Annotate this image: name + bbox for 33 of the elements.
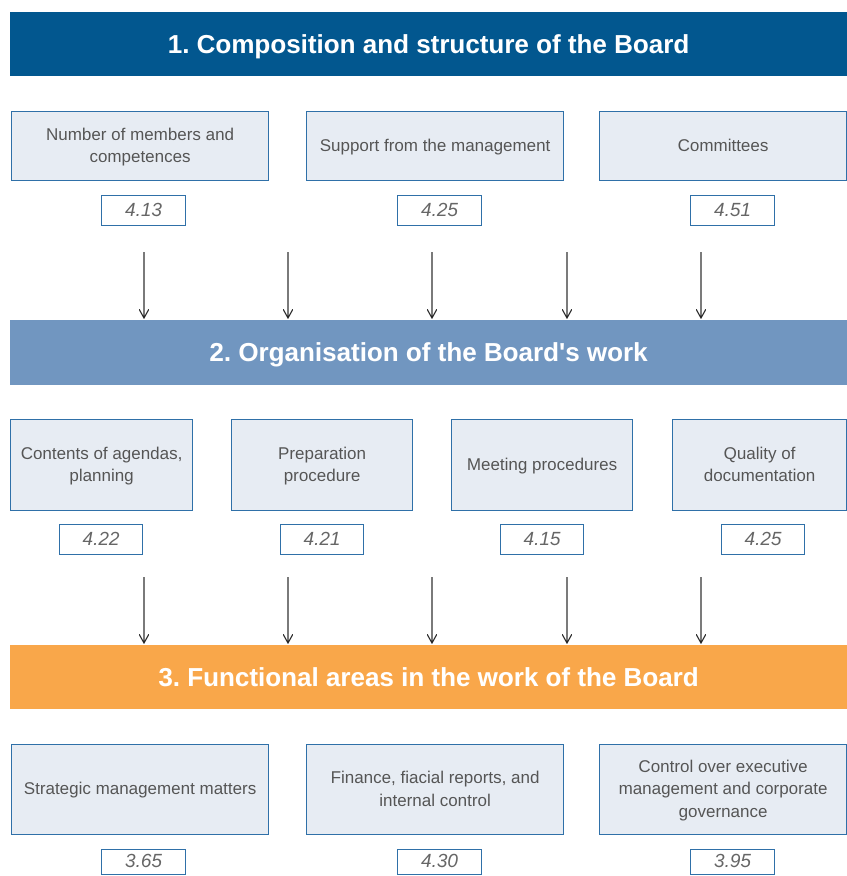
score-box: 4.51 — [690, 195, 775, 226]
arrow — [426, 252, 438, 319]
topic-box: Meeting procedures — [451, 419, 633, 511]
score-box: 3.95 — [690, 849, 775, 875]
arrow — [138, 252, 150, 319]
section-header-band: 2. Organisation of the Board's work — [10, 320, 847, 385]
topic-box: Quality of documentation — [672, 419, 847, 511]
score-box: 4.22 — [59, 524, 143, 555]
score-box: 4.25 — [721, 524, 805, 555]
topic-box: Support from the management — [306, 111, 564, 181]
arrow — [426, 577, 438, 644]
section-header-band: 1. Composition and structure of the Board — [10, 12, 847, 76]
arrow — [561, 252, 573, 319]
score-box: 4.13 — [101, 195, 186, 226]
arrow — [695, 577, 707, 644]
topic-box: Preparation procedure — [231, 419, 413, 511]
score-box: 4.15 — [500, 524, 584, 555]
topic-box: Control over executive management and corporate governance — [599, 744, 847, 835]
score-box: 4.25 — [397, 195, 482, 226]
arrow — [282, 577, 294, 644]
topic-box: Committees — [599, 111, 847, 181]
score-box: 4.30 — [397, 849, 482, 875]
section-header-band: 3. Functional areas in the work of the Board — [10, 645, 847, 709]
arrow — [138, 577, 150, 644]
topic-box: Finance, fiacial reports, and internal control — [306, 744, 564, 835]
score-box: 4.21 — [280, 524, 364, 555]
arrow — [695, 252, 707, 319]
score-box: 3.65 — [101, 849, 186, 875]
arrow — [561, 577, 573, 644]
topic-box: Strategic management matters — [11, 744, 269, 835]
topic-box: Contents of agendas, planning — [10, 419, 193, 511]
arrow — [282, 252, 294, 319]
topic-box: Number of members and competences — [11, 111, 269, 181]
